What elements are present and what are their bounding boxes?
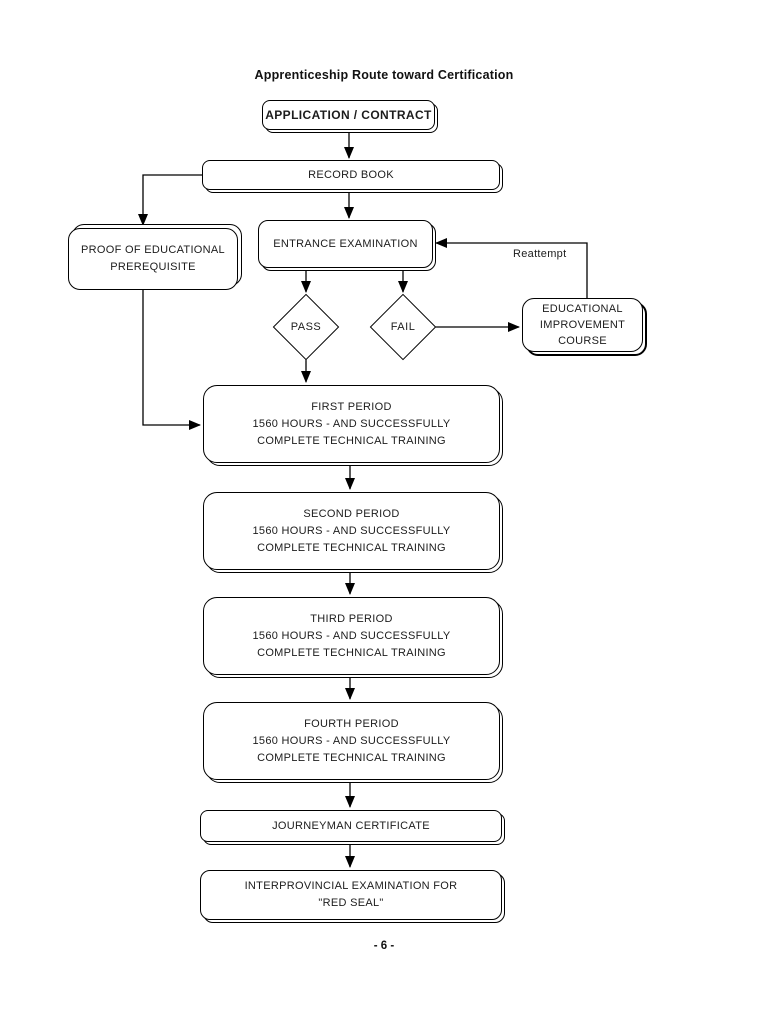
node-label-line: PROOF OF EDUCATIONAL xyxy=(81,244,225,256)
node-label-line: "RED SEAL" xyxy=(318,897,384,909)
node-label-line: COURSE xyxy=(558,335,607,347)
node-proof-of-educational-prerequisite: PROOF OF EDUCATIONAL PREREQUISITE xyxy=(68,224,242,290)
node-label: JOURNEYMAN CERTIFICATE xyxy=(272,819,430,832)
node-label-line: INTERPROVINCIAL EXAMINATION FOR xyxy=(244,880,458,892)
node-label-line: FIRST PERIOD xyxy=(311,400,392,413)
node-record-book: RECORD BOOK xyxy=(202,160,503,193)
node-label: APPLICATION / CONTRACT xyxy=(265,107,432,122)
node-journeyman-certificate: JOURNEYMAN CERTIFICATE xyxy=(200,810,505,845)
node-label-line: 1560 HOURS - AND SUCCESSFULLY xyxy=(252,629,451,642)
node-label-line: 1560 HOURS - AND SUCCESSFULLY xyxy=(252,417,451,430)
node-label-line: COMPLETE TECHNICAL TRAINING xyxy=(257,434,446,447)
node-label-line: EDUCATIONAL xyxy=(542,303,623,315)
node-label-line: PREREQUISITE xyxy=(110,261,196,273)
node-first-period: FIRST PERIOD 1560 HOURS - AND SUCCESSFUL… xyxy=(203,385,503,466)
node-fourth-period: FOURTH PERIOD 1560 HOURS - AND SUCCESSFU… xyxy=(203,702,503,783)
node-label-line: COMPLETE TECHNICAL TRAINING xyxy=(257,751,446,764)
edge-recordbook-to-proof xyxy=(138,174,202,226)
decision-label: PASS xyxy=(290,321,322,333)
node-label-line: FOURTH PERIOD xyxy=(304,717,399,730)
node-label-line: THIRD PERIOD xyxy=(310,612,393,625)
edge-proof-to-firstperiod xyxy=(142,290,201,430)
edge-label-reattempt: Reattempt xyxy=(513,248,567,260)
node-label-line: COMPLETE TECHNICAL TRAINING xyxy=(257,541,446,554)
decision-pass: PASS xyxy=(272,293,340,361)
node-label: RECORD BOOK xyxy=(308,168,394,181)
node-label-line: SECOND PERIOD xyxy=(303,507,400,520)
node-application-contract: APPLICATION / CONTRACT xyxy=(262,100,438,133)
page-number: - 6 - xyxy=(373,940,395,952)
decision-fail: FAIL xyxy=(369,293,437,361)
node-educational-improvement-course: EDUCATIONAL IMPROVEMENT COURSE xyxy=(522,298,647,356)
node-label-line: IMPROVEMENT xyxy=(539,319,626,331)
page-title: Apprenticeship Route toward Certificatio… xyxy=(254,68,514,82)
node-label: ENTRANCE EXAMINATION xyxy=(273,237,418,250)
node-entrance-examination: ENTRANCE EXAMINATION xyxy=(258,220,436,271)
node-interprovincial-examination: INTERPROVINCIAL EXAMINATION FOR "RED SEA… xyxy=(200,870,505,923)
node-label-line: 1560 HOURS - AND SUCCESSFULLY xyxy=(252,734,451,747)
node-third-period: THIRD PERIOD 1560 HOURS - AND SUCCESSFUL… xyxy=(203,597,503,678)
node-label-line: COMPLETE TECHNICAL TRAINING xyxy=(257,646,446,659)
node-second-period: SECOND PERIOD 1560 HOURS - AND SUCCESSFU… xyxy=(203,492,503,573)
decision-label: FAIL xyxy=(390,321,416,333)
node-label-line: 1560 HOURS - AND SUCCESSFULLY xyxy=(252,524,451,537)
